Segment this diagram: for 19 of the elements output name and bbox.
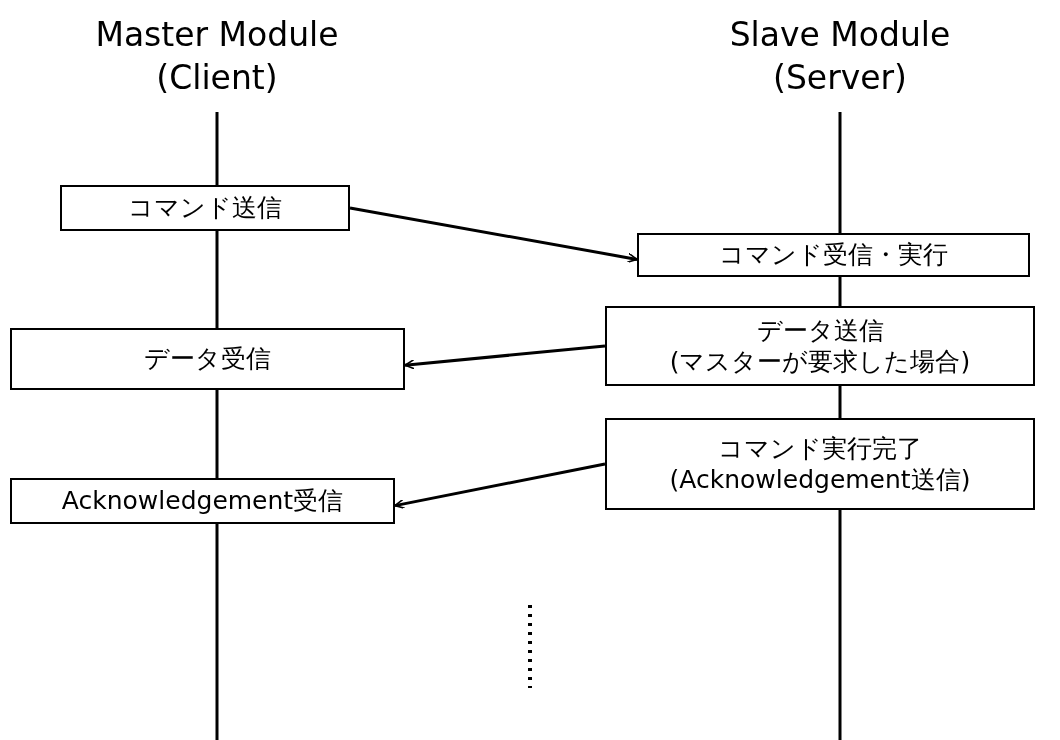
message-arrow — [394, 462, 606, 510]
step-text: (Acknowledgement送信) — [669, 464, 971, 496]
process-box — [10, 328, 405, 390]
process-box — [10, 478, 395, 524]
process-box — [637, 233, 1030, 277]
participant-label: Master Module (Client) — [94, 14, 340, 99]
step-text: (マスターが要求した場合) — [669, 346, 971, 378]
step-text: データ受信 — [144, 343, 271, 375]
step-text: コマンド送信 — [128, 192, 282, 224]
process-box — [605, 306, 1035, 386]
process-box — [60, 185, 350, 231]
step-text: データ送信 — [756, 314, 884, 346]
message-arrow — [349, 206, 638, 264]
message-arrow — [404, 344, 606, 370]
step-text: Acknowledgement受信 — [61, 485, 344, 517]
step-text: コマンド受信・実行 — [719, 239, 948, 271]
participant-label: Slave Module (Server) — [728, 14, 952, 99]
process-box — [605, 418, 1035, 510]
step-text: コマンド実行完了 — [718, 432, 922, 464]
